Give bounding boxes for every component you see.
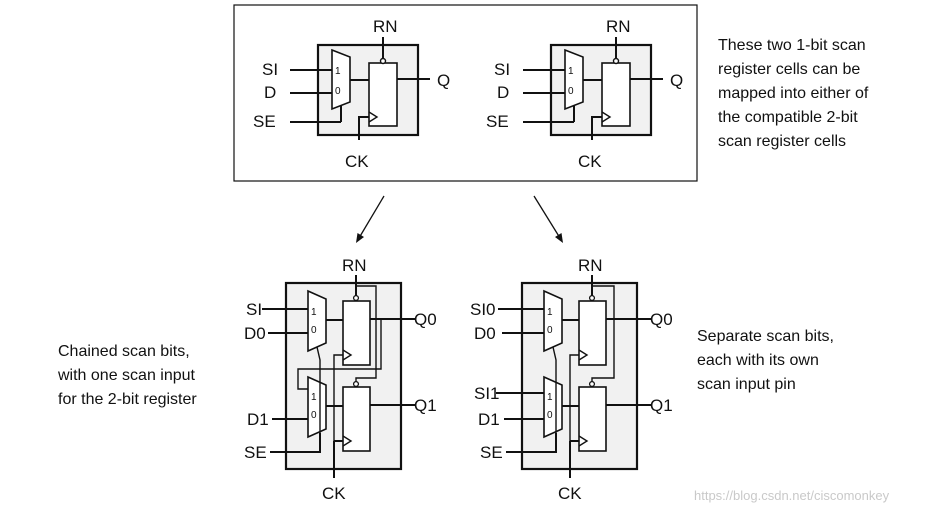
mux-in0-label: 0	[568, 86, 574, 97]
rn-bubble	[612, 57, 620, 65]
se-wire	[270, 433, 321, 453]
scan-chain-wire	[297, 319, 382, 390]
clock-edge	[601, 111, 612, 123]
left-note: Chained scan bits, with one scan input f…	[57, 343, 197, 408]
flip-flop-upper	[578, 300, 607, 366]
d-label: D	[264, 83, 276, 102]
mux-upper	[307, 289, 327, 353]
si-label: SI	[262, 60, 278, 79]
left-note-line-1: Chained scan bits,	[58, 343, 190, 360]
separate-two-bit-cell: 1 0 1 0 RN SI0 D0 SI1 D1 SE Q0 Q1 CK	[470, 256, 673, 503]
se-upper-select	[316, 346, 321, 433]
mux-in1-label: 1	[568, 66, 574, 77]
rn-label: RN	[606, 17, 631, 36]
q0-label: Q0	[650, 310, 673, 329]
ck-upper	[333, 354, 343, 441]
si-label: SI	[246, 300, 262, 319]
flip-flop-lower	[342, 386, 371, 452]
mux	[564, 48, 584, 111]
q1-label: Q1	[414, 396, 437, 415]
q-label: Q	[437, 71, 450, 90]
flip-flop	[368, 62, 398, 127]
rn-bubble	[379, 57, 387, 65]
mux-upper	[543, 289, 563, 353]
mapping-arrow-left	[356, 195, 385, 243]
clock-edge	[368, 111, 379, 123]
clock-edge-upper	[342, 349, 353, 361]
flip-flop-lower	[578, 386, 607, 452]
se-label: SE	[253, 112, 276, 131]
q1-label: Q1	[650, 396, 673, 415]
ck-wire	[591, 116, 602, 140]
top-note-line-5: scan register cells	[718, 133, 846, 150]
right-note: Separate scan bits, each with its own sc…	[697, 328, 834, 393]
mux-lower-in1-label: 1	[311, 392, 317, 403]
clock-edge-upper	[578, 349, 589, 361]
rn-label: RN	[578, 256, 603, 275]
right-note-line-2: each with its own	[697, 352, 819, 369]
ck-label: CK	[322, 484, 346, 503]
ck-label: CK	[345, 152, 369, 171]
d-label: D	[497, 83, 509, 102]
q-label: Q	[670, 71, 683, 90]
rn-bubble-lower	[352, 380, 360, 388]
chained-two-bit-cell: 1 0 1 0 RN SI D0	[244, 256, 437, 503]
top-note-line-4: the compatible 2-bit	[718, 109, 858, 126]
mapping-arrow-right	[533, 195, 563, 243]
mux-lower-in0-label: 0	[547, 410, 553, 421]
rn-bubble-upper	[352, 294, 360, 302]
one-bit-cell-b: 1 0 RN SI D SE Q CK	[486, 17, 683, 171]
se-wire	[506, 433, 557, 453]
ck-upper	[569, 354, 579, 441]
d0-label: D0	[474, 324, 496, 343]
left-note-line-2: with one scan input	[57, 367, 196, 384]
rn-label: RN	[342, 256, 367, 275]
mux	[331, 48, 351, 111]
mux-in1-label: 1	[335, 66, 341, 77]
d0-label: D0	[244, 324, 266, 343]
top-note: These two 1-bit scan register cells can …	[718, 37, 869, 150]
q0-label: Q0	[414, 310, 437, 329]
clock-edge-lower	[342, 435, 353, 447]
ck-label: CK	[578, 152, 602, 171]
mux-lower-in1-label: 1	[547, 392, 553, 403]
top-note-line-1: These two 1-bit scan	[718, 37, 866, 54]
se-label: SE	[486, 112, 509, 131]
si-label: SI	[494, 60, 510, 79]
right-note-line-3: scan input pin	[697, 376, 796, 393]
mux-upper-in0-label: 0	[311, 325, 317, 336]
se-label: SE	[244, 443, 267, 462]
ck-wire	[358, 116, 369, 140]
rn-lower-wire	[591, 285, 615, 382]
one-bit-cell-a: 1 0 RN SI D SE Q CK	[253, 17, 450, 171]
mux-lower	[543, 375, 563, 439]
se-label: SE	[480, 443, 503, 462]
d1-label: D1	[247, 410, 269, 429]
watermark: https://blog.csdn.net/ciscomonkey	[694, 488, 890, 503]
left-note-line-3: for the 2-bit register	[58, 391, 197, 408]
mux-lower-in0-label: 0	[311, 410, 317, 421]
rn-label: RN	[373, 17, 398, 36]
si1-label: SI1	[474, 384, 500, 403]
mux-lower	[307, 375, 327, 439]
flip-flop-upper	[342, 300, 371, 366]
d1-label: D1	[478, 410, 500, 429]
flip-flop	[601, 62, 631, 127]
rn-bubble-upper	[588, 294, 596, 302]
top-note-line-2: register cells can be	[718, 61, 860, 78]
se-upper-select	[552, 346, 557, 433]
ck-label: CK	[558, 484, 582, 503]
right-note-line-1: Separate scan bits,	[697, 328, 834, 345]
mux-upper-in1-label: 1	[547, 307, 553, 318]
rn-bubble-lower	[588, 380, 596, 388]
si0-label: SI0	[470, 300, 496, 319]
clock-edge-lower	[578, 435, 589, 447]
mux-in0-label: 0	[335, 86, 341, 97]
mux-upper-in1-label: 1	[311, 307, 317, 318]
rn-lower-wire	[355, 285, 377, 382]
top-note-line-3: mapped into either of	[718, 85, 869, 102]
mux-upper-in0-label: 0	[547, 325, 553, 336]
